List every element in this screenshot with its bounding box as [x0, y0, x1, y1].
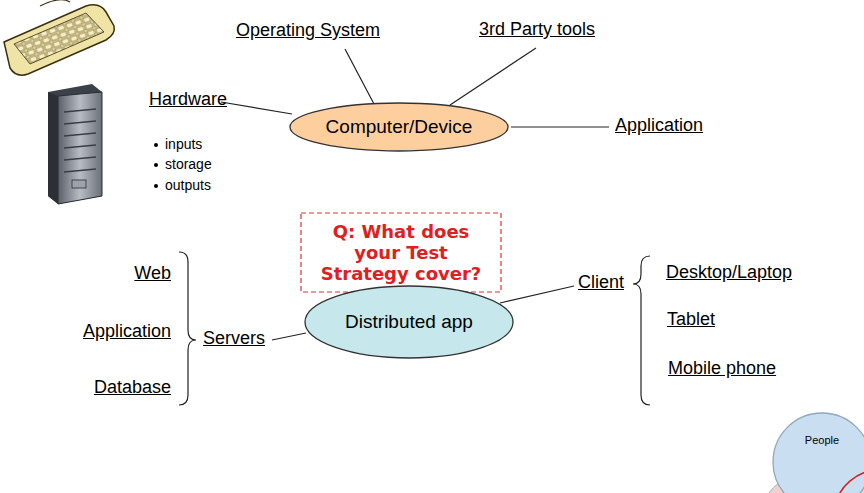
component-label: Mobile phone	[668, 358, 776, 380]
component-label: Web	[134, 263, 171, 285]
component-label: Desktop/Laptop	[666, 262, 792, 284]
component-label: Operating System	[236, 20, 380, 42]
node-text: People	[805, 434, 839, 446]
ellipse-node: Computer/Device	[289, 102, 509, 152]
component-label: Hardware	[149, 89, 227, 111]
node-text: Computer/Device	[326, 116, 473, 138]
component-label: Database	[94, 377, 171, 399]
component-label: Client	[578, 272, 624, 294]
node-text: Distributed app	[345, 311, 473, 333]
keyboard-illustration	[4, 0, 114, 75]
client-brace	[633, 256, 650, 405]
venn-circle-node: People	[772, 412, 864, 493]
node-text: Q: What does your Test Strategy cover?	[310, 221, 492, 284]
ellipse-node: Distributed app	[304, 285, 514, 359]
servers-brace	[179, 252, 196, 405]
component-label: Application	[615, 115, 703, 137]
question-box: Q: What does your Test Strategy cover?	[300, 212, 502, 293]
component-label: 3rd Party tools	[479, 19, 595, 41]
venn-circle-node-outline	[772, 412, 864, 493]
component-label: Tablet	[667, 309, 715, 331]
component-label: Application	[83, 321, 171, 343]
bullet-item: outputs	[153, 177, 211, 194]
bullet-item: storage	[153, 156, 212, 173]
bullet-item: inputs	[153, 136, 202, 153]
server-tower-illustration	[48, 84, 102, 204]
component-label: Servers	[203, 328, 265, 350]
